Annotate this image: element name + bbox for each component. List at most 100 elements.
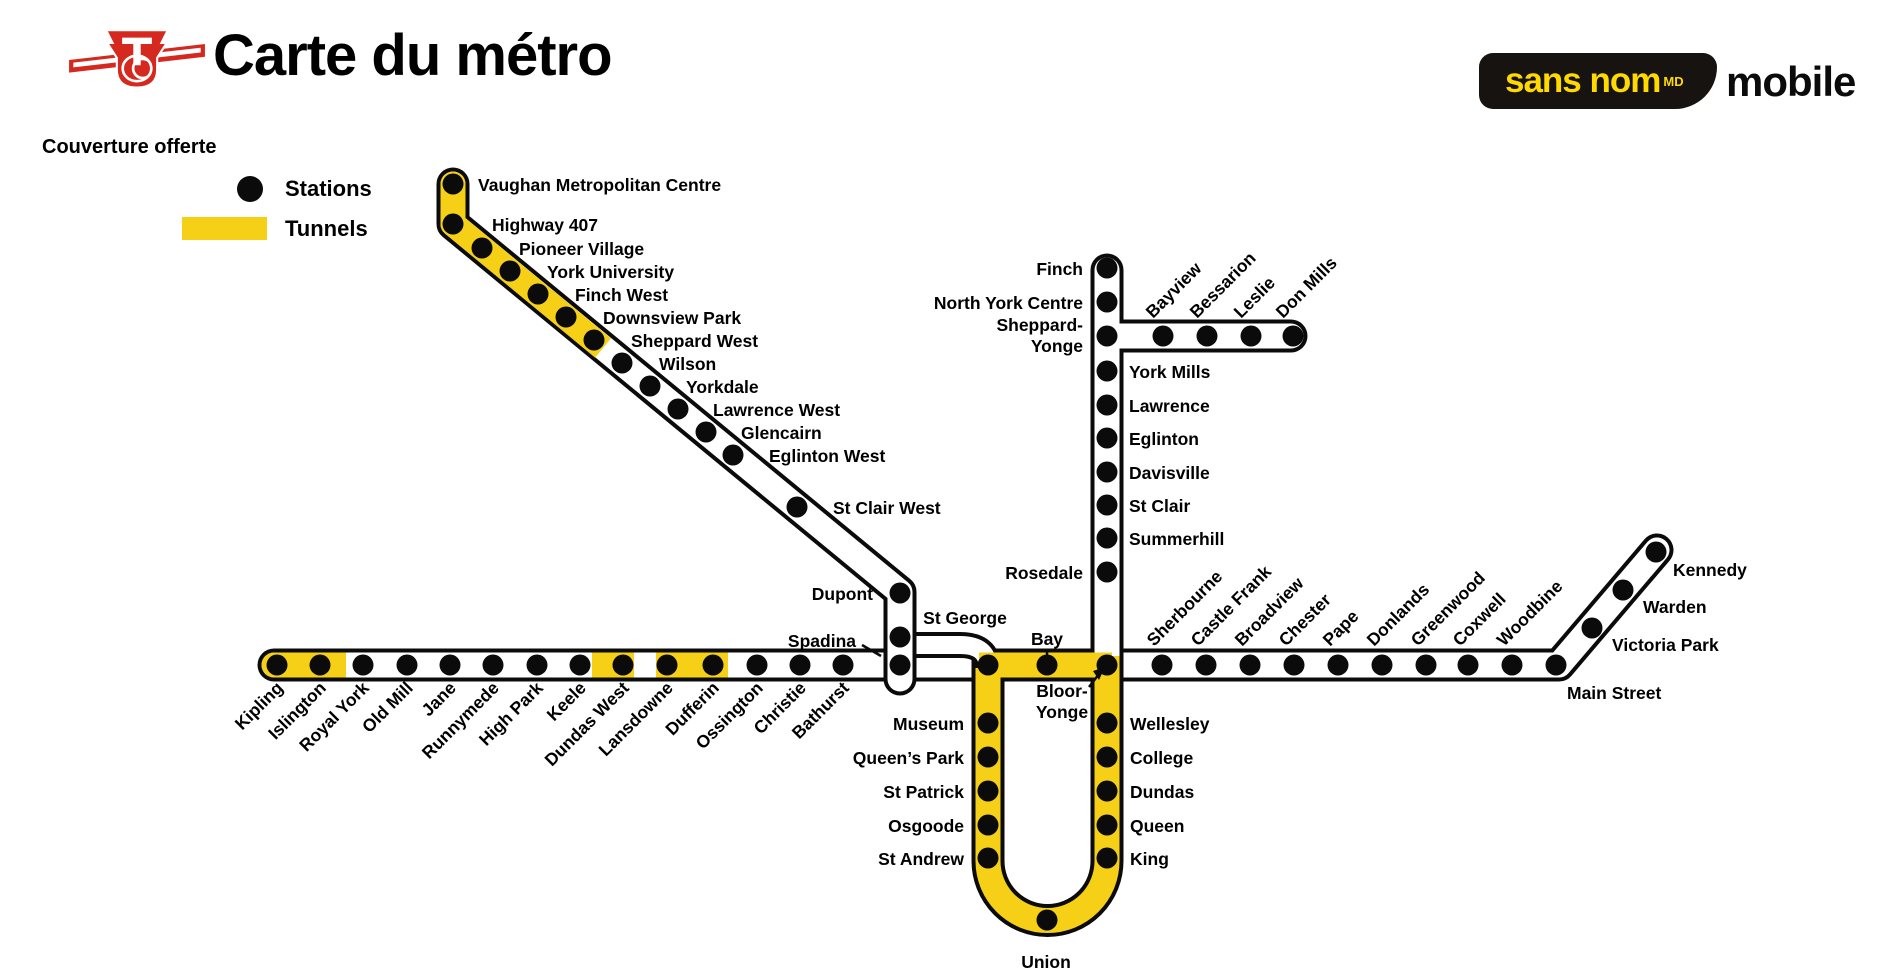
station-label-glencairn: Glencairn	[741, 423, 822, 443]
station-label-don-mills: Don Mills	[1272, 253, 1341, 322]
station-label-north-york-centre: North York Centre	[934, 293, 1083, 313]
station-dot-kennedy	[1645, 541, 1667, 563]
station-dot-runnymede	[482, 654, 504, 676]
station-label-osgoode: Osgoode	[888, 816, 964, 836]
station-dot-king	[1096, 847, 1118, 869]
legend-station-dot-icon	[237, 176, 263, 202]
station-dot-st-andrew	[977, 847, 999, 869]
station-label-st-patrick: St Patrick	[883, 782, 964, 802]
station-dot-castle-frank	[1195, 654, 1217, 676]
station-dot-warden	[1612, 579, 1634, 601]
station-label-bloor-yonge-0: Bloor-	[1036, 681, 1088, 701]
station-label-finch: Finch	[1036, 259, 1083, 279]
station-label-pioneer-village: Pioneer Village	[519, 239, 644, 259]
station-dot-st-clair	[1096, 494, 1118, 516]
station-dot-sheppard-yonge	[1096, 325, 1118, 347]
station-label-summerhill: Summerhill	[1129, 529, 1224, 549]
station-dot-spadina	[889, 626, 911, 648]
station-label-museum: Museum	[893, 714, 964, 734]
station-label-woodbine: Woodbine	[1493, 576, 1567, 650]
station-dot-davisville	[1096, 461, 1118, 483]
station-label-bloor-yonge-1: Yonge	[1036, 702, 1088, 722]
station-dot-eglinton	[1096, 427, 1118, 449]
station-dot-pioneer-village	[471, 237, 493, 259]
station-dots-layer	[266, 173, 1667, 931]
station-dot-coxwell	[1457, 654, 1479, 676]
station-dot-finch	[1096, 257, 1118, 279]
station-dot-highway-407	[442, 213, 464, 235]
station-dot-victoria-park	[1581, 617, 1603, 639]
station-label-wilson: Wilson	[659, 354, 716, 374]
station-dot-queen	[1096, 814, 1118, 836]
station-dot-bloor-yonge	[1096, 654, 1118, 676]
station-dot-high-park	[526, 654, 548, 676]
station-dot-leslie	[1240, 325, 1262, 347]
station-dot-main-street	[1545, 654, 1567, 676]
spadina-pointer	[861, 643, 882, 658]
station-label-union: Union	[1021, 952, 1071, 972]
station-label-sheppard-west: Sheppard West	[631, 331, 758, 351]
station-label-yorkdale: Yorkdale	[686, 377, 759, 397]
station-label-sheppard-yonge-1: Yonge	[1031, 336, 1083, 356]
station-dot-sheppard-west	[583, 329, 605, 351]
station-dot-lawrence-west	[667, 398, 689, 420]
legend-title: Couverture offerte	[42, 136, 217, 158]
station-dot-st-george	[977, 654, 999, 676]
station-dot-don-mills	[1282, 325, 1304, 347]
station-dot-st-clair-west	[786, 496, 808, 518]
station-dot-downsview-park	[555, 306, 577, 328]
brand-trademark: MD	[1663, 73, 1684, 89]
station-dot-summerhill	[1096, 527, 1118, 549]
station-dot-woodbine	[1501, 654, 1523, 676]
station-label-eglinton-west: Eglinton West	[769, 446, 886, 466]
station-label-bay: Bay	[1031, 629, 1063, 649]
station-dot-dundas-west	[612, 654, 634, 676]
station-dot-bessarion	[1196, 325, 1218, 347]
station-label-eglinton: Eglinton	[1129, 429, 1199, 449]
station-dot-york-mills	[1096, 360, 1118, 382]
legend-stations-label: Stations	[285, 176, 372, 201]
station-dot-islington	[309, 654, 331, 676]
station-label-sheppard-yonge-0: Sheppard-	[996, 315, 1083, 335]
station-label-college: College	[1130, 748, 1193, 768]
station-dot-dundas	[1096, 780, 1118, 802]
station-dot-bay	[1036, 654, 1058, 676]
station-dot-donlands	[1371, 654, 1393, 676]
station-dot-spadina	[889, 654, 911, 676]
station-dot-jane	[439, 654, 461, 676]
station-label-queen-s-park: Queen’s Park	[853, 748, 964, 768]
station-label-main-street: Main Street	[1567, 683, 1661, 703]
station-label-vaughan-metropolitan-centre: Vaughan Metropolitan Centre	[478, 175, 721, 195]
station-dot-eglinton-west	[722, 444, 744, 466]
station-label-dupont: Dupont	[812, 584, 873, 604]
station-label-wellesley: Wellesley	[1130, 714, 1210, 734]
station-label-queen: Queen	[1130, 816, 1184, 836]
station-label-downsview-park: Downsview Park	[603, 308, 741, 328]
station-label-st-george: St George	[923, 608, 1007, 628]
station-dot-broadview	[1239, 654, 1261, 676]
station-dot-glencairn	[695, 421, 717, 443]
station-dot-christie	[789, 654, 811, 676]
station-dot-wilson	[611, 352, 633, 374]
station-dot-pape	[1327, 654, 1349, 676]
station-dot-old-mill	[396, 654, 418, 676]
legend-tunnels-label: Tunnels	[285, 216, 368, 241]
station-label-spadina: Spadina	[788, 631, 856, 651]
station-label-king: King	[1130, 849, 1169, 869]
station-label-york-mills: York Mills	[1129, 362, 1211, 382]
station-dot-finch-west	[527, 283, 549, 305]
station-dot-greenwood	[1415, 654, 1437, 676]
station-dot-rosedale	[1096, 561, 1118, 583]
station-label-lawrence-west: Lawrence West	[713, 400, 840, 420]
station-label-york-university: York University	[547, 262, 674, 282]
station-dot-keele	[569, 654, 591, 676]
station-dot-north-york-centre	[1096, 291, 1118, 313]
station-label-davisville: Davisville	[1129, 463, 1210, 483]
brand-name: sans nom	[1505, 61, 1661, 100]
station-label-kennedy: Kennedy	[1673, 560, 1747, 580]
station-label-dundas: Dundas	[1130, 782, 1194, 802]
station-dot-kipling	[266, 654, 288, 676]
page-title: Carte du métro	[213, 23, 613, 88]
station-label-st-clair-west: St Clair West	[833, 498, 941, 518]
